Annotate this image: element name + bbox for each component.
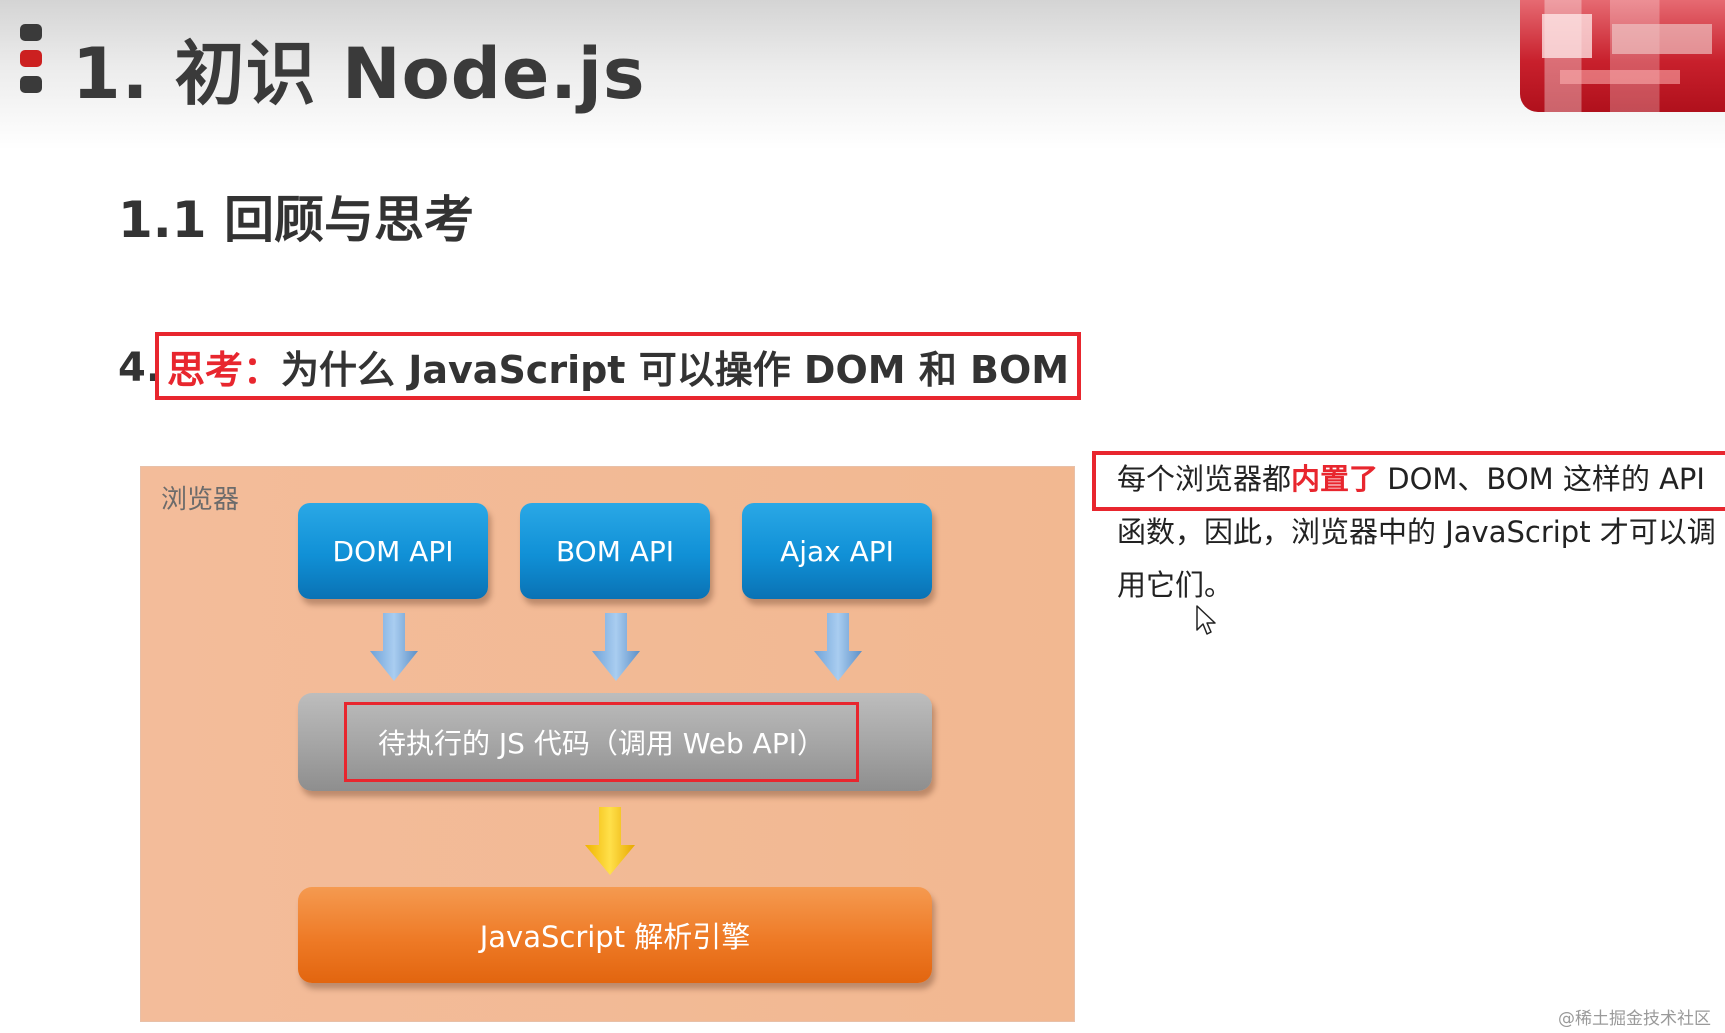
slide-header <box>0 0 1725 150</box>
answer-prefix: 每个浏览器都 <box>1117 462 1292 496</box>
arrow-down-icon <box>814 613 862 681</box>
menu-dots-icon <box>20 24 42 94</box>
answer-highlight-box <box>1092 451 1725 511</box>
arrow-down-icon <box>585 807 635 875</box>
logo-icon <box>1520 0 1725 112</box>
question-highlight-box: 思考： 为什么 JavaScript 可以操作 DOM 和 BOM <box>155 332 1081 400</box>
browser-label: 浏览器 <box>161 485 240 515</box>
section-subtitle: 1.1 回顾与思考 <box>118 191 474 249</box>
arrow-down-icon <box>592 613 640 681</box>
js-code-block <box>298 693 932 791</box>
ajax-api-block: Ajax API <box>742 503 932 599</box>
mouse-cursor-icon <box>1196 605 1216 635</box>
js-code-label: 待执行的 JS 代码（调用 Web API） <box>344 702 859 782</box>
js-engine-block: JavaScript 解析引擎 <box>298 887 932 983</box>
bom-api-block: BOM API <box>520 503 710 599</box>
answer-highlight: 内置了 <box>1291 462 1379 496</box>
answer-rest: DOM、BOM 这样的 API 函数，因此，浏览器中的 JavaScript 才… <box>1117 462 1716 602</box>
question-label: 思考： <box>167 347 282 392</box>
question-text: 为什么 JavaScript 可以操作 DOM 和 BOM <box>281 347 1070 392</box>
dom-api-block: DOM API <box>298 503 488 599</box>
question-number: 4. <box>118 345 162 391</box>
answer-text: 每个浏览器都内置了 DOM、BOM 这样的 API 函数，因此，浏览器中的 Ja… <box>1117 453 1717 612</box>
watermark: @稀土掘金技术社区 <box>1558 1009 1711 1029</box>
arrow-down-icon <box>370 613 418 681</box>
browser-diagram: 浏览器 DOM API BOM API Ajax API 待执行的 JS 代码（… <box>140 466 1075 1022</box>
slide-title: 1. 初识 Node.js <box>72 33 646 115</box>
